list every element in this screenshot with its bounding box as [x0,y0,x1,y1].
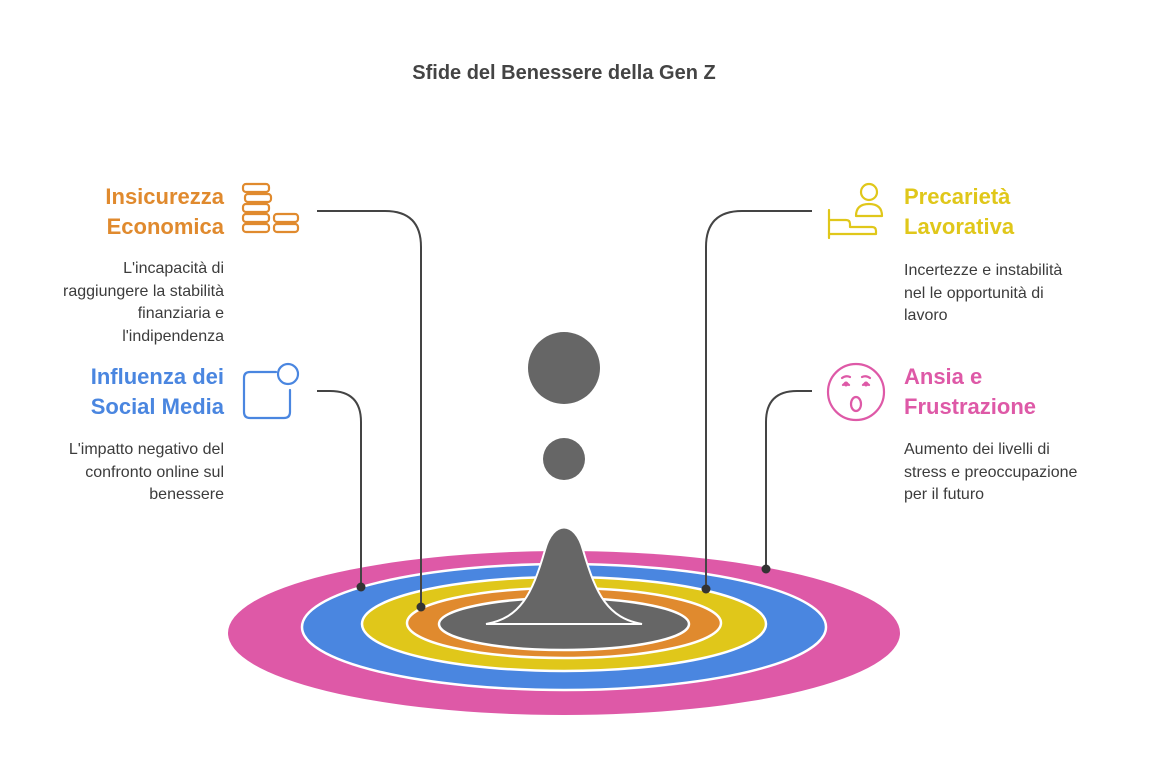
description-line: confronto online sul [85,463,224,481]
heading-work-line1: Precarietà [904,184,1011,209]
description-line: raggiungere la stabilità [63,282,224,300]
worried-face-icon [826,362,886,422]
person-hand-icon [827,182,884,240]
connector-anxiety [765,390,812,569]
description-line: benessere [149,486,224,503]
heading-anxiety: Ansia e Frustrazione [904,362,1124,422]
description-line: nel le opportunità di [904,284,1044,302]
description-line: Aumento dei livelli di [904,441,1050,458]
app-notification-icon [242,362,300,420]
coins-stack-icon [241,182,300,234]
heading-anxiety-line2: Frustrazione [904,394,1037,419]
heading-work-line2: Lavorativa [904,214,1015,239]
connector-dot-social [356,582,366,592]
connector-dot-work [701,584,711,594]
description-line: Incertezze e instabilità [904,262,1063,279]
droplet-small [543,438,585,480]
description-line: per il futuro [904,486,985,503]
description-line: l'indipendenza [122,327,224,345]
heading-social-line2: Social Media [90,394,224,419]
heading-social-line1: Influenza dei [90,364,224,389]
description-line: lavoro [904,307,948,324]
heading-economic-line1: Insicurezza [105,184,224,209]
heading-social: Influenza dei Social Media [20,362,224,422]
connector-social [317,390,362,587]
description-anxiety: Aumento dei livelli di stress e preoccup… [904,439,1134,507]
description-line: L'incapacità di [123,260,224,277]
description-work: Incertezze e instabilità nel le opportun… [904,260,1134,328]
description-social: L'impatto negativo del confronto online … [0,439,224,507]
droplet-large [528,332,600,404]
heading-work: Precarietà Lavorativa [904,182,1124,242]
heading-anxiety-line1: Ansia e [904,364,983,389]
heading-economic-line2: Economica [106,214,224,239]
connector-dot-anxiety [761,564,771,574]
connector-economic [317,210,422,607]
description-line: stress e preoccupazione [904,463,1078,481]
connector-dot-economic [416,602,426,612]
description-line: L'impatto negativo del [68,441,224,458]
page-title: Sfide del Benessere della Gen Z [412,62,716,84]
connector-work [705,210,812,589]
splash-peak [485,526,643,625]
description-line: finanziaria e [137,305,224,322]
heading-economic: Insicurezza Economica [20,182,224,242]
description-economic: L'incapacità di raggiungere la stabilità… [0,258,224,348]
